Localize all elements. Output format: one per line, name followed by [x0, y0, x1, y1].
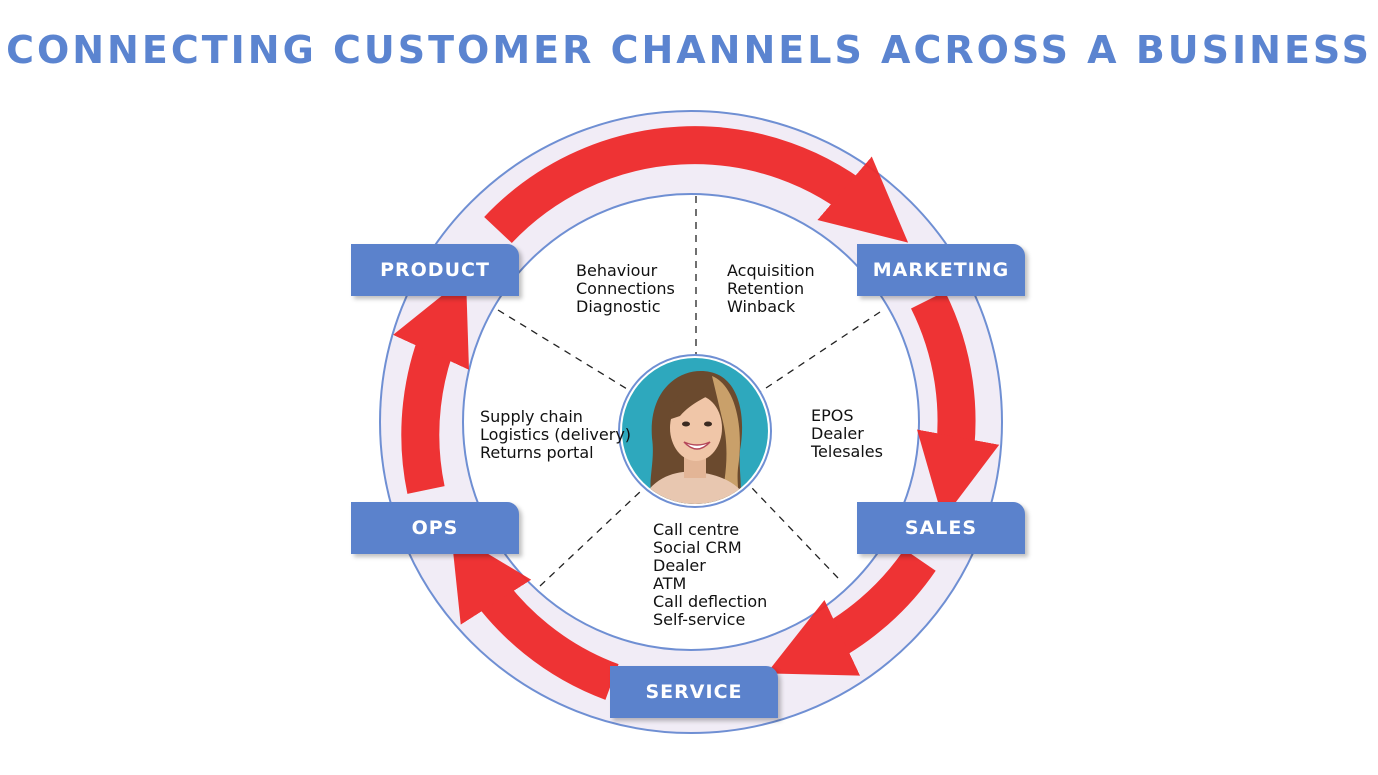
channel-item: Diagnostic [576, 297, 661, 316]
arrow-sales-to-service [766, 549, 936, 676]
arrow-service-to-ops [451, 531, 619, 700]
product-label: PRODUCT [351, 244, 519, 296]
channel-item: Call centre [653, 520, 740, 539]
channel-item: Behaviour [576, 261, 658, 280]
channel-item: Connections [576, 279, 675, 298]
service-label: SERVICE [610, 666, 778, 718]
divider-upper-left [497, 309, 633, 393]
channel-item: Returns portal [480, 443, 594, 462]
divider-lower-left [539, 489, 643, 587]
marketing-label: MARKETING [857, 244, 1025, 296]
arrow-ops-to-product [393, 276, 470, 494]
ops-channels: Supply chain Logistics (delivery) Return… [480, 408, 631, 462]
sales-channels: EPOS Dealer Telesales [811, 407, 883, 461]
ops-label: OPS [351, 502, 519, 554]
channel-item: EPOS [811, 406, 854, 425]
page-title: CONNECTING CUSTOMER CHANNELS ACROSS A BU… [6, 28, 1372, 72]
channel-item: Call deflection [653, 592, 768, 611]
service-channels: Call centre Social CRM Dealer ATM Call d… [653, 521, 767, 629]
sales-label: SALES [857, 502, 1025, 554]
channel-item: Self-service [653, 610, 746, 629]
arrow-marketing-to-sales [910, 291, 1000, 520]
marketing-channels: Acquisition Retention Winback [727, 262, 815, 316]
channel-item: ATM [653, 574, 687, 593]
channel-item: Dealer [653, 556, 706, 575]
customer-avatar [622, 358, 768, 504]
channel-item: Acquisition [727, 261, 815, 280]
channel-item: Telesales [811, 442, 883, 461]
channel-item: Dealer [811, 424, 864, 443]
channel-item: Retention [727, 279, 805, 298]
product-channels: Behaviour Connections Diagnostic [576, 262, 675, 316]
arrow-product-to-marketing [484, 126, 909, 244]
channel-item: Social CRM [653, 538, 742, 557]
channel-item: Winback [727, 297, 796, 316]
channel-item: Supply chain [480, 407, 583, 426]
customer-portrait-icon [622, 358, 768, 504]
channel-item: Logistics (delivery) [480, 425, 632, 444]
divider-upper-right [759, 311, 881, 393]
